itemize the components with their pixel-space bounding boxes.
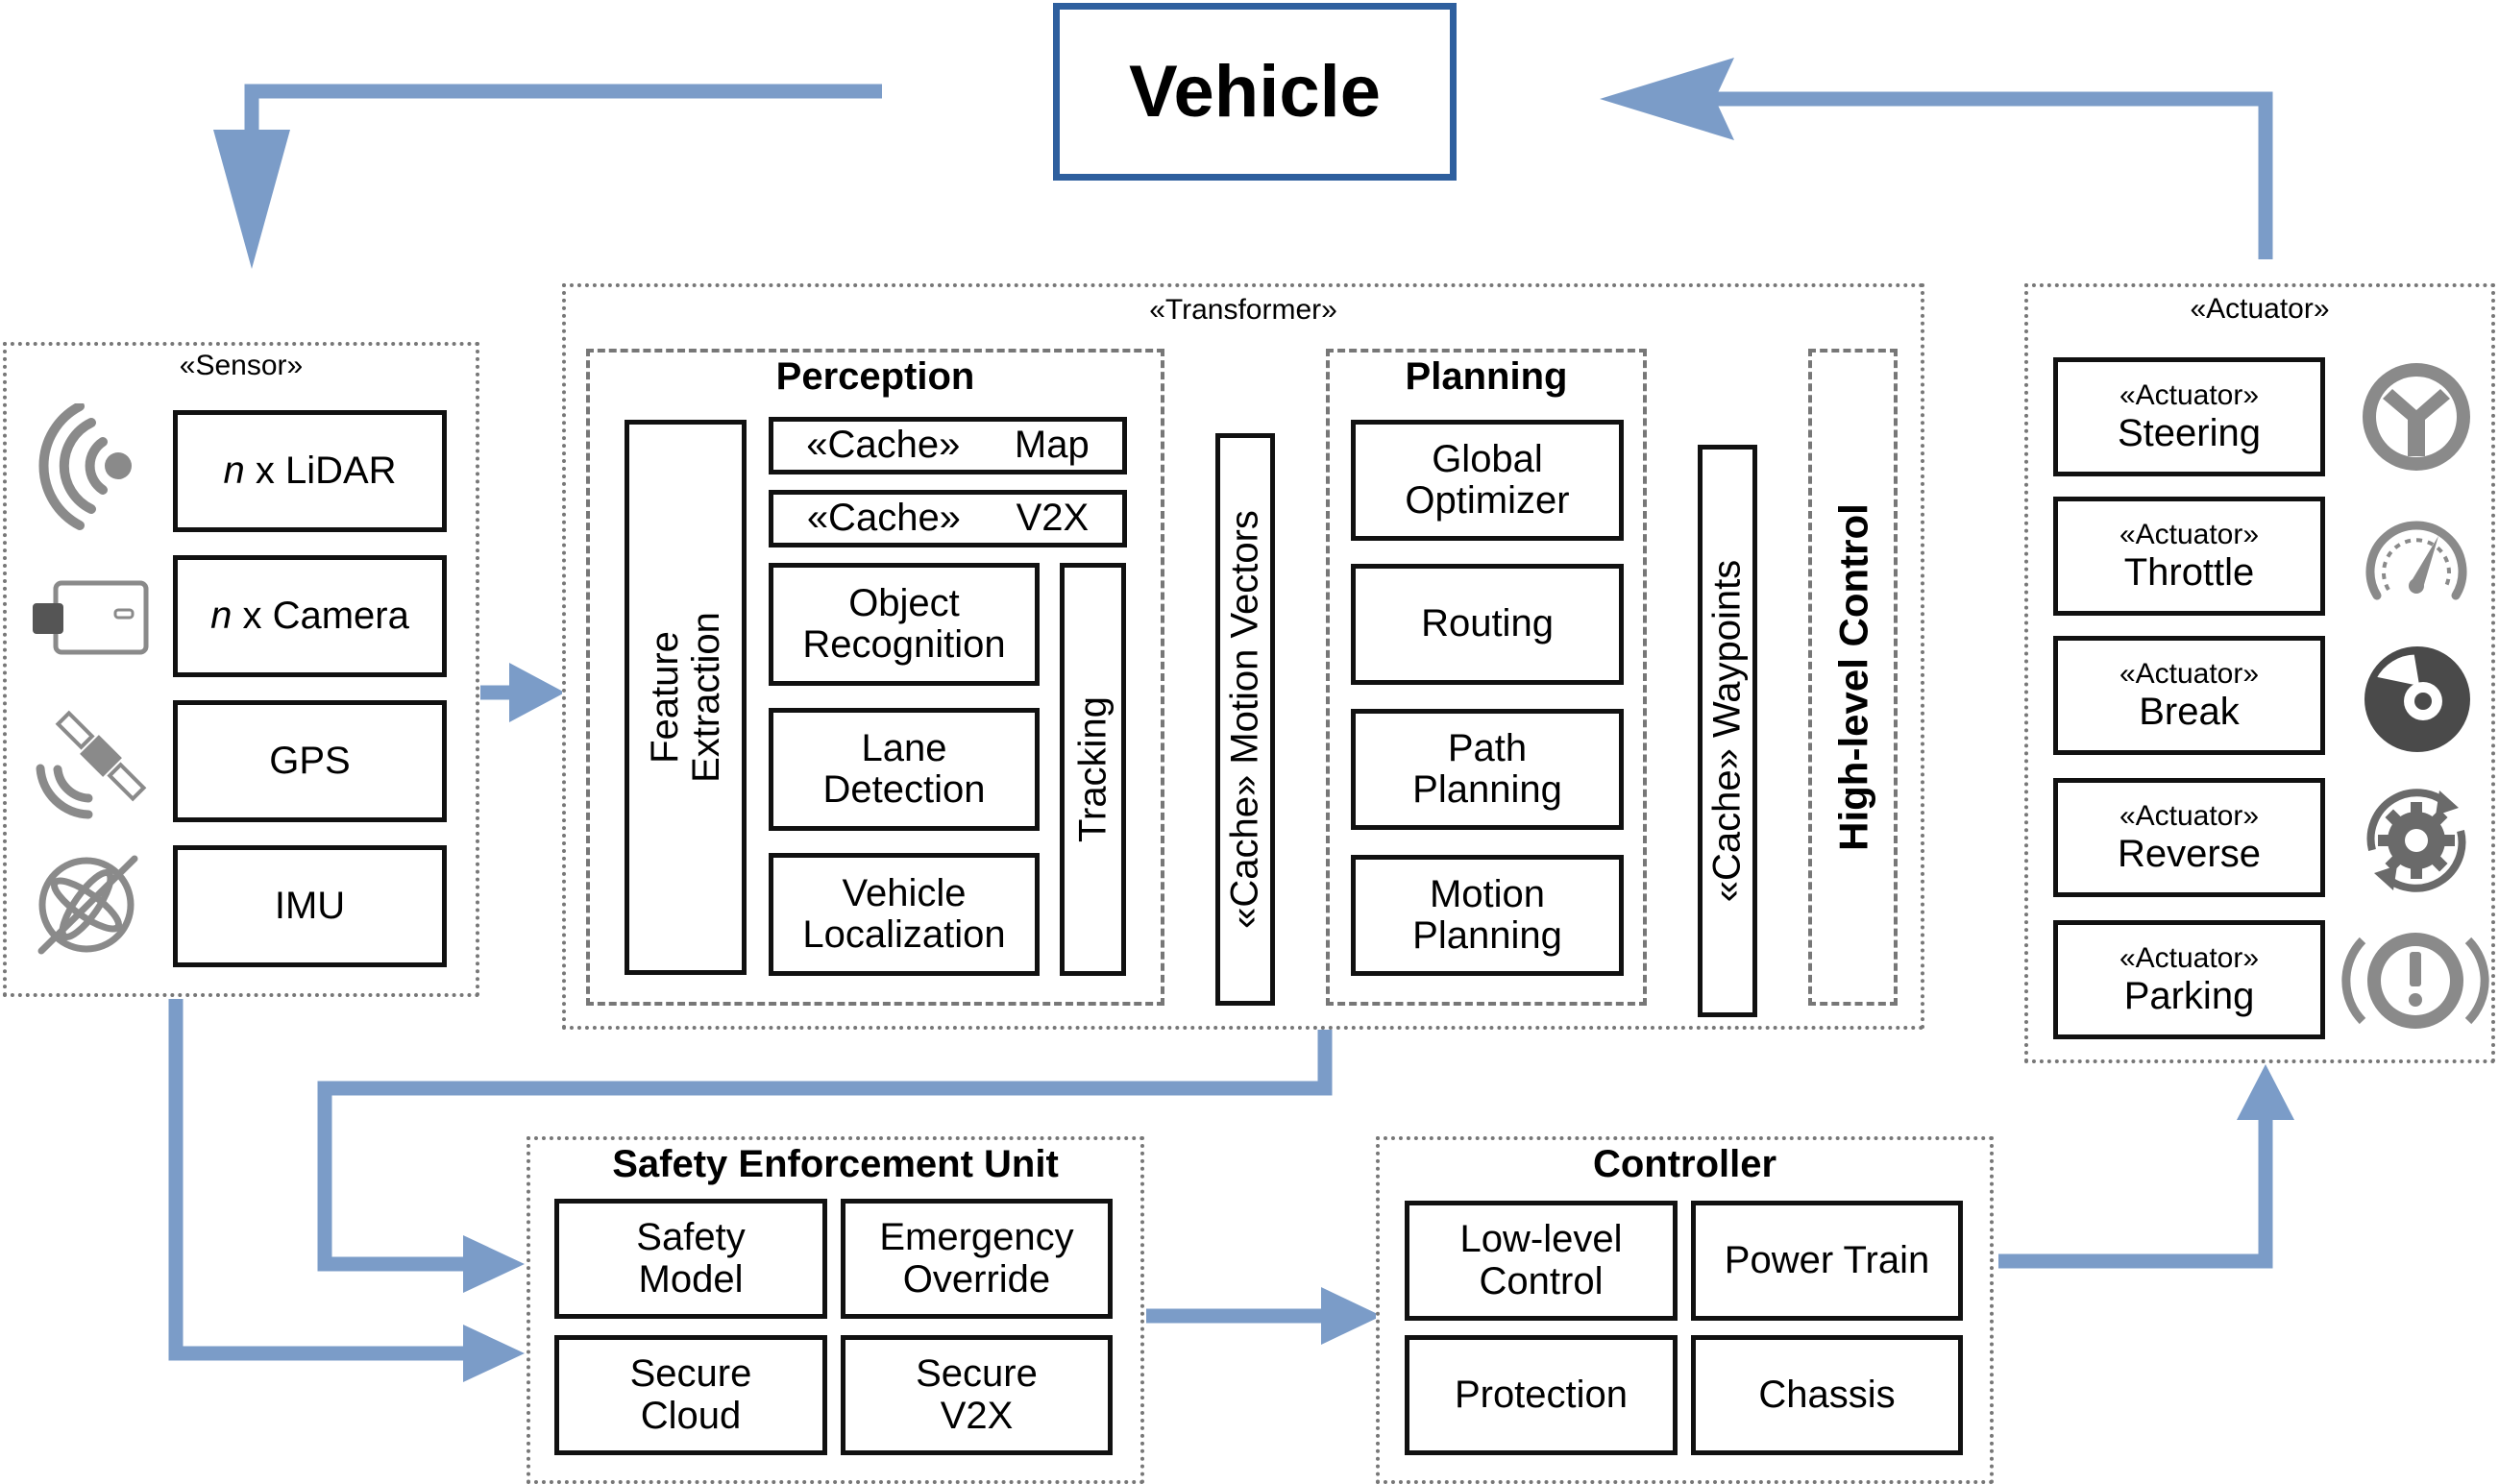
vehicle-to-sensor-flow <box>244 84 882 158</box>
tracking-box: Tracking <box>1060 563 1126 976</box>
tracking-label: Tracking <box>1070 696 1114 842</box>
lane-detection-box: Lane Detection <box>769 708 1040 831</box>
satellite-icon <box>36 710 147 819</box>
sensor-to-safety-flow <box>168 999 471 1361</box>
cache-map-label: Map <box>1014 424 1090 467</box>
brake-disc-icon <box>2364 646 2470 752</box>
camera-label: n x Camera <box>210 594 409 637</box>
cache-v2x-box: «Cache» V2X <box>769 490 1127 547</box>
lidar-text: x LiDAR <box>244 449 397 492</box>
arrowhead-into-safety-lower <box>463 1325 525 1382</box>
chassis-box: Chassis <box>1691 1335 1963 1455</box>
gps-box: GPS <box>173 700 447 822</box>
steering-wheel-icon <box>2363 363 2470 471</box>
global-optimizer-box: Global Optimizer <box>1351 420 1624 541</box>
waypoints-cache-box: «Cache» Waypoints <box>1698 445 1757 1017</box>
feature-extraction-label: Feature Extraction <box>643 612 727 783</box>
camera-box: n x Camera <box>173 555 447 677</box>
lidar-label: n x LiDAR <box>223 450 396 492</box>
object-recognition-box: Object Recognition <box>769 563 1040 686</box>
actuator-stereotype: «Actuator» <box>2190 293 2330 325</box>
actuator-to-vehicle-flow <box>1701 91 2273 259</box>
wireless-signal-icon <box>38 403 132 530</box>
motion-vectors-cache-box: «Cache» Motion Vectors <box>1215 433 1275 1006</box>
high-level-control-label: High-level Control <box>1829 503 1875 851</box>
high-level-control-group <box>1808 349 1898 1006</box>
speedometer-icon <box>2365 521 2467 600</box>
gps-label: GPS <box>269 739 351 782</box>
controller-to-actuator-flow <box>1998 1114 2273 1269</box>
reverse-gear-icon <box>2366 789 2466 892</box>
lidar-count: n <box>223 449 245 492</box>
motion-vectors-cache-label: «Cache» Motion Vectors <box>1223 510 1266 929</box>
transformer-to-safety-flow <box>317 1030 1333 1272</box>
secure-cloud-box: Secure Cloud <box>554 1335 827 1455</box>
motion-planning-box: Motion Planning <box>1351 855 1624 976</box>
high-level-control-wrap: High-level Control <box>1808 349 1898 1006</box>
waypoints-cache-label: «Cache» Waypoints <box>1705 559 1749 903</box>
cache-v2x-stereotype: «Cache» <box>806 497 961 540</box>
emergency-override-box: Emergency Override <box>841 1199 1113 1319</box>
path-planning-box: Path Planning <box>1351 709 1624 830</box>
cache-map-box: «Cache» Map <box>769 417 1127 474</box>
power-train-box: Power Train <box>1691 1201 1963 1321</box>
cache-v2x-label: V2X <box>1016 497 1090 540</box>
actuator-break-box: «Actuator» Break <box>2053 636 2325 755</box>
arrowhead-into-transformer <box>509 663 565 722</box>
safety-enforcement-unit-title: Safety Enforcement Unit <box>612 1143 1059 1185</box>
perception-title: Perception <box>775 355 975 398</box>
sensor-stereotype: «Sensor» <box>179 350 304 381</box>
low-level-control-box: Low-level Control <box>1405 1201 1678 1321</box>
controller-title: Controller <box>1592 1143 1777 1185</box>
actuator-steering-box: «Actuator» Steering <box>2053 357 2325 476</box>
feature-extraction-box: Feature Extraction <box>625 420 747 975</box>
arrowhead-into-vehicle <box>1600 58 1734 140</box>
secure-v2x-box: Secure V2X <box>841 1335 1113 1455</box>
arrowhead-into-actuator <box>2237 1064 2294 1120</box>
arrowhead-into-safety-upper <box>463 1235 525 1293</box>
arrowhead-into-sensor <box>213 130 290 269</box>
imu-box: IMU <box>173 845 447 967</box>
vehicle-localization-box: Vehicle Localization <box>769 853 1040 976</box>
protection-box: Protection <box>1405 1335 1678 1455</box>
camera-text: x Camera <box>232 594 409 637</box>
parking-brake-warning-icon <box>2341 933 2489 1029</box>
gyroscope-icon <box>37 855 138 955</box>
actuator-parking-box: «Actuator» Parking <box>2053 920 2325 1039</box>
camera-count: n <box>210 594 233 637</box>
arrowhead-into-controller <box>1321 1287 1382 1345</box>
vehicle-box: Vehicle <box>1053 3 1457 181</box>
actuator-throttle-box: «Actuator» Throttle <box>2053 497 2325 616</box>
cache-map-stereotype: «Cache» <box>806 424 961 467</box>
planning-title: Planning <box>1405 355 1568 398</box>
vehicle-label: Vehicle <box>1129 51 1381 133</box>
lidar-box: n x LiDAR <box>173 410 447 532</box>
routing-box: Routing <box>1351 564 1624 685</box>
actuator-reverse-box: «Actuator» Reverse <box>2053 778 2325 897</box>
imu-label: IMU <box>274 884 346 927</box>
safety-model-box: Safety Model <box>554 1199 827 1319</box>
transformer-stereotype: «Transformer» <box>1149 294 1337 326</box>
camera-device-icon <box>33 580 149 655</box>
